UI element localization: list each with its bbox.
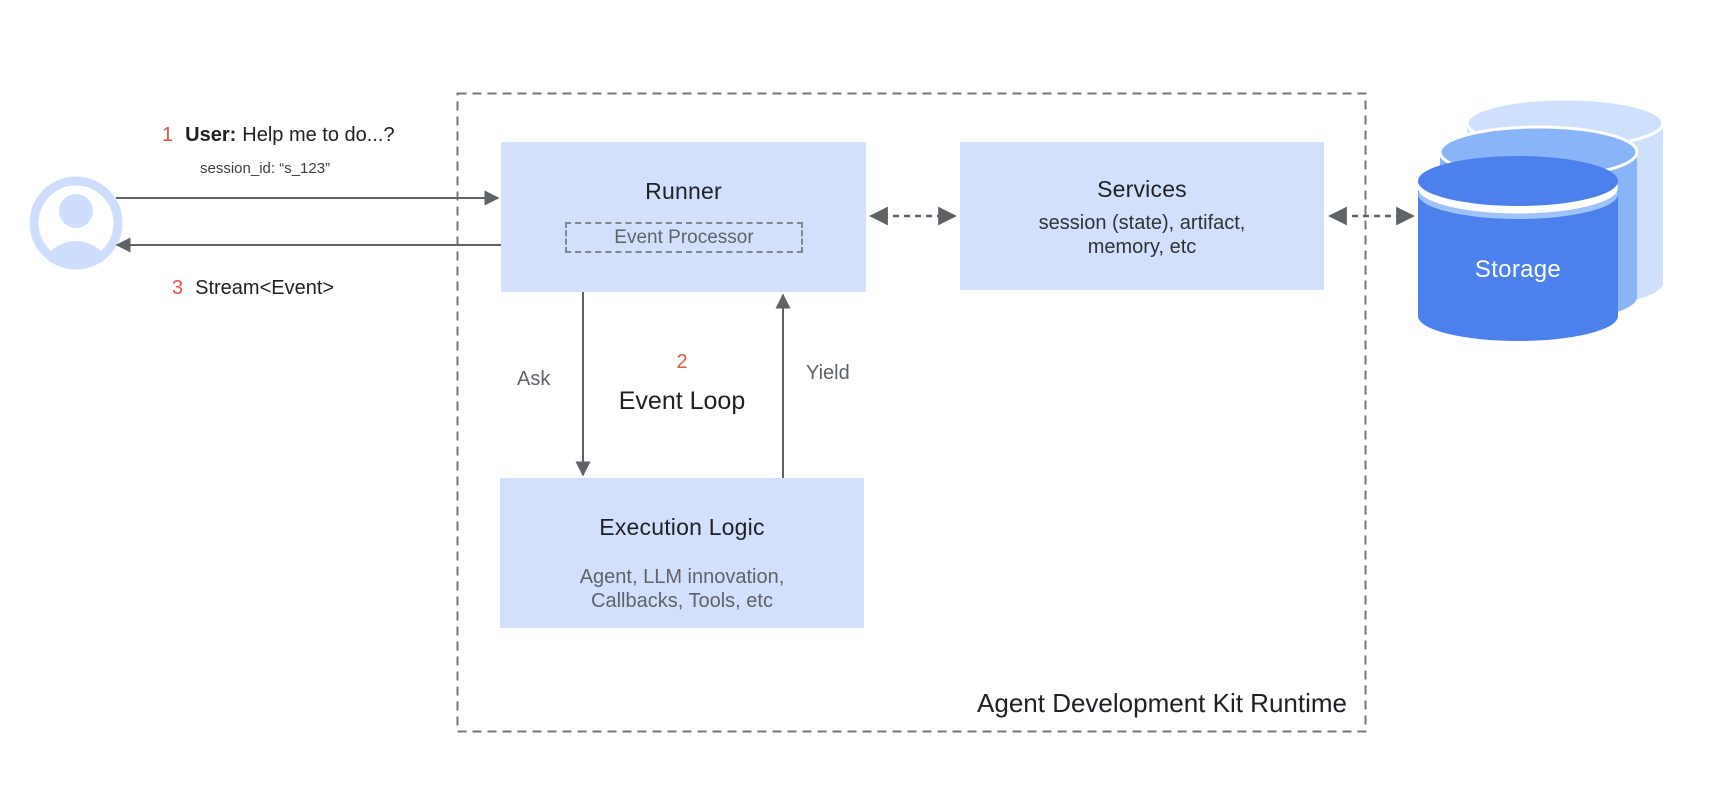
execution-logic-subtitle-line2: Callbacks, Tools, etc — [591, 590, 773, 612]
step3-stream-label: 3 Stream<Event> — [172, 277, 334, 300]
session-id-label: session_id: “s_123” — [200, 160, 331, 177]
services-box: Services session (state), artifact, memo… — [960, 142, 1324, 290]
execution-logic-box: Execution Logic Agent, LLM innovation, C… — [500, 478, 864, 628]
step1-message: Help me to do...? — [242, 124, 395, 146]
event-processor-box: Event Processor — [565, 222, 803, 253]
storage-icon — [1418, 97, 1665, 341]
storage-label: Storage — [1474, 256, 1562, 283]
services-title: Services — [1097, 176, 1187, 202]
event-processor-label: Event Processor — [614, 226, 754, 248]
step3-message: Stream<Event> — [195, 277, 335, 299]
storage-cylinder-front — [1418, 156, 1618, 341]
event-loop-title: Event Loop — [618, 387, 746, 415]
step1-number: 1 — [162, 124, 174, 146]
runner-title: Runner — [645, 178, 722, 204]
runner-box: Runner Event Processor — [501, 142, 866, 292]
runtime-dashed-border — [456, 92, 1367, 733]
step2-number: 2 — [676, 351, 688, 373]
runtime-frame-label: Agent Development Kit Runtime — [977, 688, 1347, 718]
ask-label: Ask — [517, 368, 551, 390]
execution-logic-subtitle-line1: Agent, LLM innovation, — [579, 566, 785, 588]
services-subtitle-line2: memory, etc — [1087, 236, 1197, 258]
yield-label: Yield — [806, 362, 850, 384]
step1-speaker: User: — [185, 124, 237, 146]
step3-number: 3 — [172, 277, 184, 299]
execution-logic-title: Execution Logic — [599, 514, 765, 540]
user-icon — [29, 176, 123, 270]
services-subtitle-line1: session (state), artifact, — [1038, 212, 1246, 234]
step1-user-message: 1 User:Help me to do...? — [162, 124, 395, 147]
